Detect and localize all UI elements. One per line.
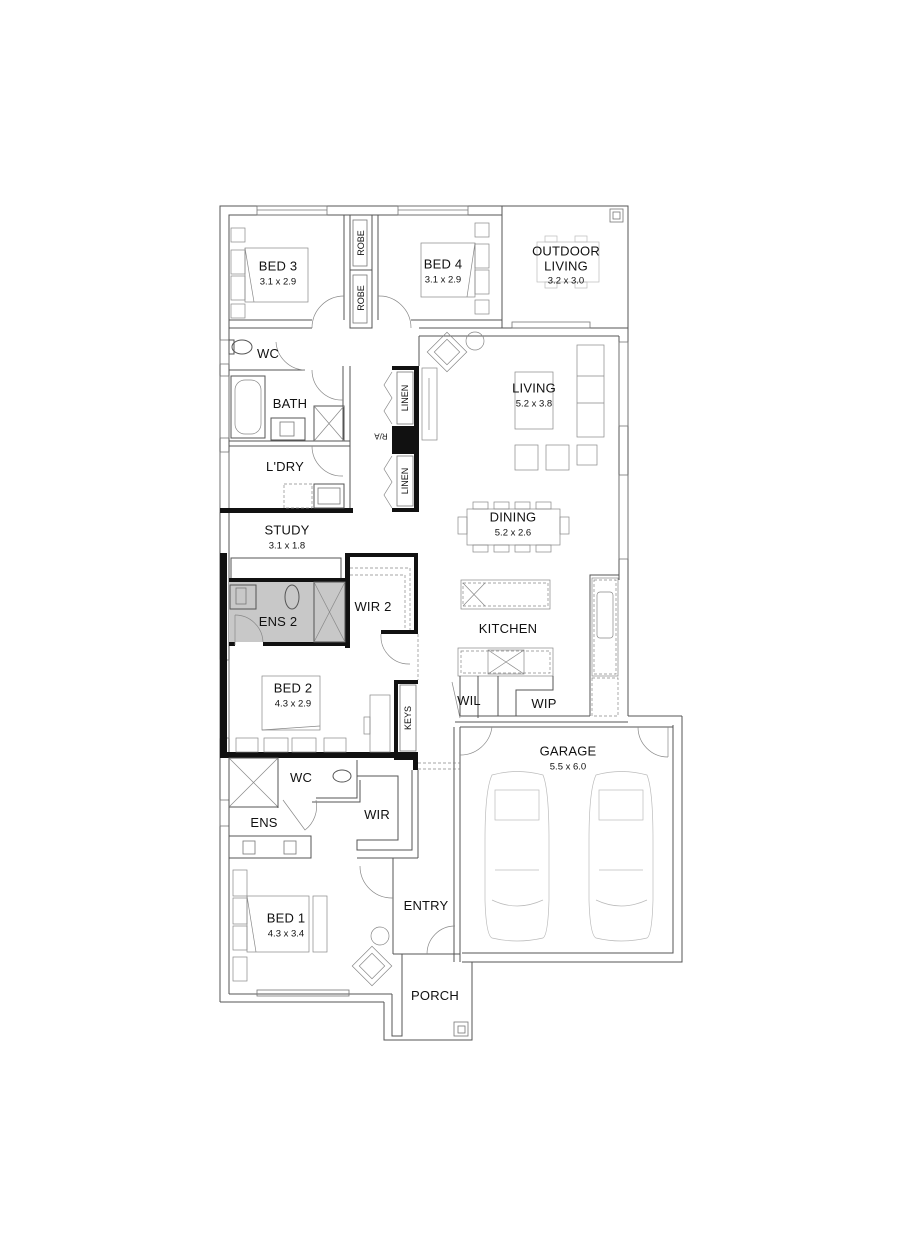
room-label-bed1: BED 1 4.3 x 3.4 — [267, 909, 306, 940]
room-name: WIR — [364, 806, 390, 822]
room-name-line1: OUTDOOR — [532, 243, 600, 259]
windows — [219, 205, 629, 997]
room-size: 3.1 x 1.8 — [268, 540, 306, 552]
room-name: WIR 2 — [354, 598, 392, 614]
room-label-bed3: BED 3 3.1 x 2.9 — [259, 257, 298, 288]
room-label-wil: WIL — [457, 692, 481, 710]
room-label-dining: DINING 5.2 x 2.6 — [490, 508, 537, 539]
room-name: PORCH — [411, 987, 459, 1003]
room-name: BATH — [272, 395, 308, 411]
room-name: STUDY — [264, 522, 310, 538]
room-name: WC — [289, 769, 313, 785]
room-label-study: STUDY 3.1 x 1.8 — [264, 521, 309, 552]
robe-label-lower: ROBE — [356, 285, 366, 311]
room-label-bed4: BED 4 3.1 x 2.9 — [424, 255, 463, 286]
room-label-porch: PORCH — [411, 987, 459, 1005]
room-name: BED 3 — [258, 258, 298, 274]
room-size: 4.3 x 3.4 — [267, 928, 305, 940]
room-name: GARAGE — [539, 743, 597, 759]
robe-label-upper: ROBE — [356, 230, 366, 256]
car-right-icon — [588, 771, 654, 942]
room-name: KITCHEN — [478, 620, 538, 636]
room-label-kitchen: KITCHEN — [479, 620, 537, 638]
room-label-wir: WIR — [364, 806, 390, 824]
keys-label: KEYS — [403, 705, 413, 731]
room-name: WC — [256, 345, 280, 361]
room-name: LIVING — [512, 380, 556, 396]
room-label-bed2: BED 2 4.3 x 2.9 — [274, 679, 313, 710]
room-size: 5.2 x 3.8 — [515, 398, 553, 410]
room-size: 5.5 x 6.0 — [549, 761, 587, 773]
car-left-icon — [484, 771, 550, 942]
room-label-garage: GARAGE 5.5 x 6.0 — [540, 742, 597, 773]
room-size: 3.2 x 3.0 — [547, 275, 585, 287]
room-name: DINING — [489, 509, 537, 525]
room-label-living: LIVING 5.2 x 3.8 — [512, 379, 556, 410]
linen-label-upper: LINEN — [400, 384, 410, 412]
room-size: 4.3 x 2.9 — [274, 698, 312, 710]
linen-label-lower: LINEN — [400, 467, 410, 495]
return-air-label: R/A — [374, 431, 388, 441]
room-size: 5.2 x 2.6 — [494, 527, 532, 539]
room-label-outdoor-living: OUTDOOR LIVING 3.2 x 3.0 — [532, 243, 600, 288]
room-name: WIP — [531, 695, 557, 711]
doors — [275, 295, 669, 955]
room-name: WIL — [457, 692, 481, 708]
room-name: BED 1 — [266, 910, 306, 926]
room-label-laundry: L'DRY — [266, 458, 304, 476]
interior-walls — [220, 214, 628, 994]
room-name: ENS 2 — [258, 613, 298, 629]
room-label-wc-top: WC — [257, 345, 279, 363]
room-label-wc-ensuite: WC — [290, 769, 312, 787]
room-size: 3.1 x 2.9 — [424, 274, 462, 286]
room-size: 3.1 x 2.9 — [259, 276, 297, 288]
room-name: L'DRY — [266, 458, 304, 474]
room-label-wir2: WIR 2 — [354, 598, 391, 616]
room-name: BED 2 — [273, 680, 313, 696]
room-name: BED 4 — [423, 256, 463, 272]
furniture — [230, 222, 654, 987]
room-label-wip: WIP — [531, 695, 556, 713]
room-label-ens: ENS — [250, 814, 277, 832]
room-name: ENTRY — [403, 897, 449, 913]
room-label-ens2: ENS 2 — [259, 613, 298, 631]
room-name-line2: LIVING — [544, 258, 588, 274]
room-label-bath: BATH — [273, 395, 308, 413]
room-name: ENS — [250, 814, 278, 830]
room-label-entry: ENTRY — [404, 897, 449, 915]
